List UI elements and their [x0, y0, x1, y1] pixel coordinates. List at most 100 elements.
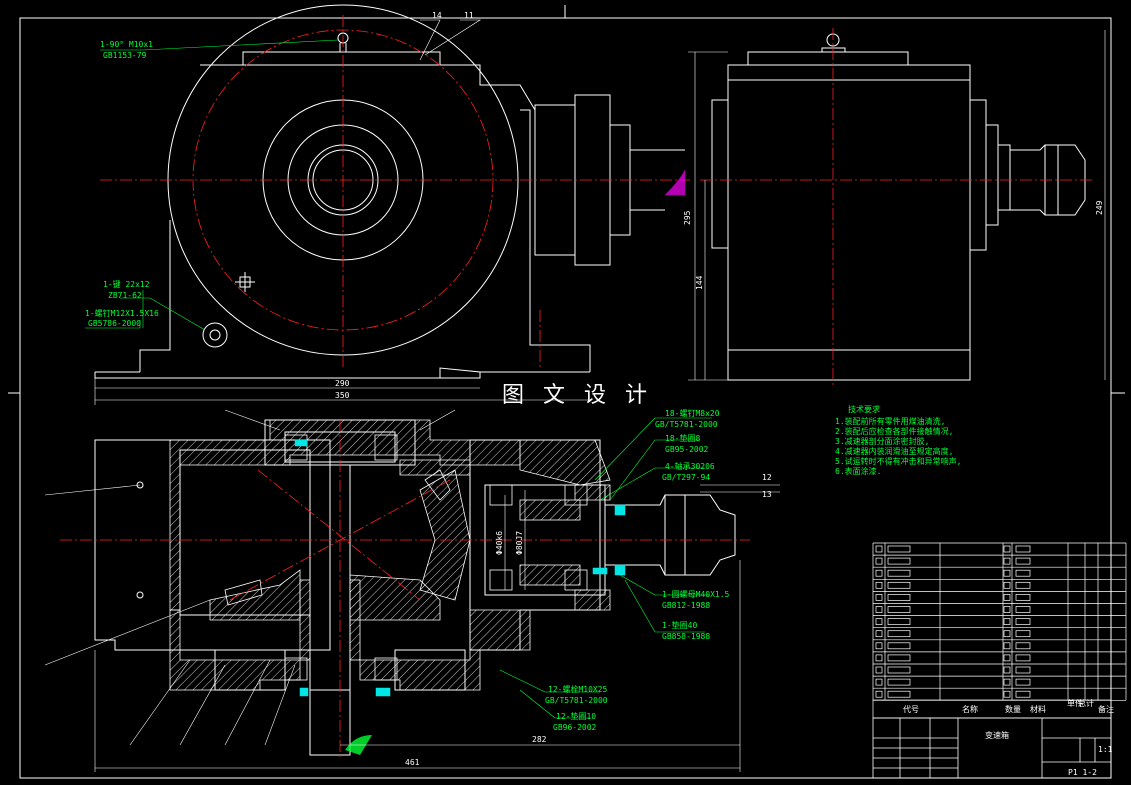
drawing-name: 变速箱 [985, 730, 1009, 740]
dim-phi-80: Φ80J7 [515, 531, 524, 555]
balloon-14: 14 [432, 11, 442, 20]
bom-row-mat [1015, 654, 1031, 662]
bom-row-box [875, 630, 883, 638]
bom-row-mat [1015, 545, 1031, 553]
tech-req-line-4: 4.减速器内装润滑油至规定高度, [835, 446, 953, 456]
header-name: 名称 [962, 704, 978, 714]
front-view-centerlines [100, 15, 690, 370]
side-view-dims [688, 30, 1106, 381]
header-note: 备注 [1098, 704, 1114, 714]
bom-row-mat [1015, 581, 1031, 589]
header-code: 代号 [903, 704, 919, 714]
bom-row-box [875, 594, 883, 601]
bom-row-box [875, 581, 883, 589]
note-key: 1-键 22x12 [103, 279, 150, 289]
bom-row-qty [1003, 557, 1011, 565]
drawing-number: P1 1-2 [1068, 768, 1097, 777]
note-n5-std: GB858-1988 [662, 632, 710, 641]
note-n4: 1-圆螺母M40X1.5 [662, 589, 730, 599]
note-n6: 12-螺栓M10X25 [548, 684, 608, 694]
note-n2: 18-垫圈8 [665, 433, 700, 443]
header-qty: 数量 [1005, 704, 1021, 714]
tech-req-line-1: 1.装配前所有零件用煤油清洗, [835, 416, 945, 426]
watermark-text: 图 文 设 计 [502, 383, 653, 408]
note-screw: 1-螺钉M12X1.5X16 [85, 308, 159, 318]
bom-row-qty [1003, 569, 1011, 577]
note-n1: 18-螺钉M8x20 [665, 408, 720, 418]
bom-row-box [875, 618, 883, 625]
balloon-12: 12 [762, 473, 772, 482]
note-n1-std: GB/T5781-2000 [655, 420, 718, 429]
tech-req-line-5: 5.试运转时不得有冲击和异常响声, [835, 456, 961, 466]
bom-row-mat [1015, 606, 1031, 613]
bom-row-qty [1003, 618, 1011, 625]
bom-row-box [875, 690, 883, 698]
side-view [711, 33, 1086, 381]
bom-row-code [887, 690, 911, 698]
bom-row-code [887, 569, 911, 577]
bom-row-code [887, 594, 911, 601]
bom-row-code [887, 606, 911, 613]
bearings [224, 434, 588, 681]
bom-row-qty [1003, 678, 1011, 686]
note-key-std: ZB71-62 [108, 291, 142, 300]
bom-row-mat [1015, 569, 1031, 577]
tech-req-title: 技术要求 [848, 404, 880, 414]
section-centerlines [60, 420, 750, 760]
bom-row-mat [1015, 618, 1031, 625]
bom-row-code [887, 618, 911, 625]
bom-row-mat [1015, 594, 1031, 601]
bom-row-code [887, 666, 911, 674]
note-n7: 12-垫圈10 [556, 711, 596, 721]
bom-row-mat [1015, 630, 1031, 638]
seals [294, 439, 626, 697]
bolt-hole-a [136, 481, 144, 489]
balloon-11: 11 [464, 11, 474, 20]
balloon-leaders-section [44, 409, 780, 746]
shaft-break-front [664, 169, 686, 196]
bom-table [872, 542, 1127, 701]
bom-row-box [875, 654, 883, 662]
front-view-dims [94, 378, 590, 405]
note-bolt-top: 1-90° M10x1 [100, 40, 153, 49]
bom-row-box [875, 678, 883, 686]
bom-row-box [875, 666, 883, 674]
dim-phi-40: Φ40k6 [495, 531, 504, 555]
dim-350: 350 [335, 391, 350, 400]
bom-row-code [887, 545, 911, 553]
bom-row-code [887, 557, 911, 565]
drawing-scale: 1:1 [1098, 745, 1113, 754]
section-leaders [499, 417, 712, 719]
tech-req-line-6: 6.表面涂漆. [835, 466, 881, 476]
bom-row-mat [1015, 666, 1031, 674]
section-dims [94, 490, 741, 772]
dim-295: 295 [683, 210, 692, 225]
note-n2-std: GB95-2002 [665, 445, 709, 454]
bom-row-qty [1003, 666, 1011, 674]
front-leaders [85, 39, 339, 331]
bom-row-box [875, 606, 883, 613]
bom-row-mat [1015, 678, 1031, 686]
side-view-centerlines [700, 28, 1095, 385]
note-bolt-top-std: GB1153-79 [103, 51, 147, 60]
note-n6-std: GB/T5781-2000 [545, 696, 608, 705]
bom-row-code [887, 642, 911, 650]
bom-row-qty [1003, 630, 1011, 638]
header-total: 总计 [1078, 698, 1094, 708]
note-n5: 1-垫圈40 [662, 620, 697, 630]
header-unit: 单件 [1067, 698, 1083, 708]
dim-461: 461 [405, 758, 420, 767]
balloon-13: 13 [762, 490, 772, 499]
note-n3: 4-轴承30206 [665, 461, 715, 471]
note-n7-std: GB96-2002 [553, 723, 597, 732]
bom-row-box [875, 569, 883, 577]
bom-row-box [875, 642, 883, 650]
dim-144: 144 [695, 275, 704, 290]
bolt-hole-b [136, 591, 144, 599]
bom-row-qty [1003, 606, 1011, 613]
tech-requirements: 技术要求 1.装配前所有零件用煤油清洗, 2.装配后应检查各部件接触情况, 3.… [835, 404, 961, 476]
bom-row-qty [1003, 654, 1011, 662]
note-n3-std: GB/T297-94 [662, 473, 710, 482]
bom-header: 代号 名称 数量 材料 单件 总计 备注 [872, 698, 1114, 719]
